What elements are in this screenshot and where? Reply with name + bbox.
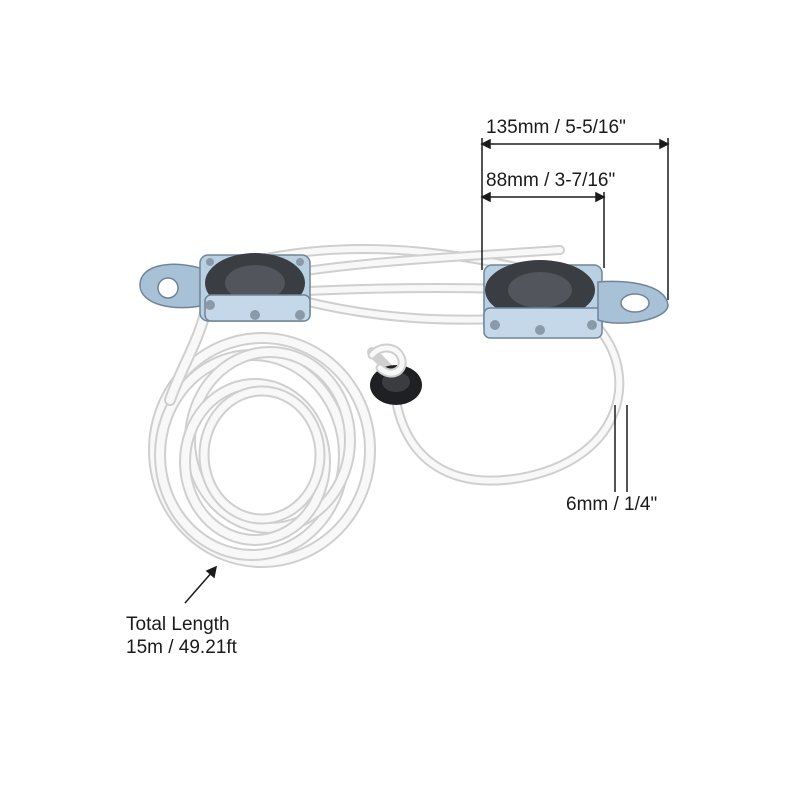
rope-coil bbox=[148, 296, 376, 568]
total-length-arrow bbox=[184, 565, 218, 604]
dimension-6 bbox=[614, 405, 628, 492]
dimension-135 bbox=[480, 138, 670, 300]
right-pulley-block bbox=[483, 260, 669, 339]
total-length-value: 15m / 49.21ft bbox=[126, 636, 237, 658]
rope-stopper bbox=[367, 343, 422, 405]
total-length-title: Total Length bbox=[126, 614, 230, 635]
overall-length-label: 135mm / 5-5/16" bbox=[486, 117, 626, 138]
dimension-88 bbox=[480, 191, 606, 268]
rope-diameter-label: 6mm / 1/4" bbox=[566, 494, 658, 515]
total-length-label: Total Length 15m / 49.21ft bbox=[126, 614, 237, 660]
left-pulley-block bbox=[139, 253, 311, 322]
sheave-width-label: 88mm / 3-7/16" bbox=[486, 170, 616, 191]
